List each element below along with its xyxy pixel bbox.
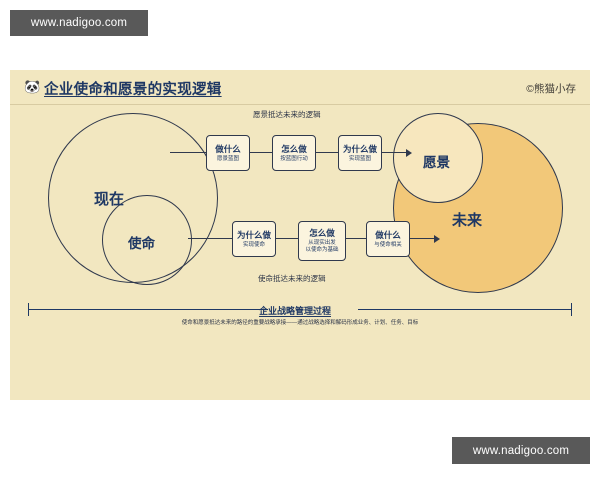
watermark-top-text: www.nadigoo.com bbox=[30, 17, 128, 29]
flow-node-sub: 与使命相关 bbox=[374, 242, 402, 249]
flow-node-sub-line2: 以使命为基础 bbox=[305, 247, 339, 253]
watermark-bottom: www.nadigoo.com bbox=[452, 437, 590, 464]
watermark-top: www.nadigoo.com bbox=[10, 10, 148, 36]
flow-node-sub-line1: 按蓝图行动 bbox=[280, 155, 308, 162]
bracket-line-left bbox=[28, 309, 268, 311]
flow-node-title: 做什么 bbox=[215, 143, 241, 154]
flow-node-sub-line1: 实现使命 bbox=[242, 241, 265, 248]
flow-node-sub: 愿景蓝图 bbox=[217, 156, 239, 163]
flow-node-sub-line1: 实现蓝图 bbox=[348, 155, 371, 162]
connector-top-2 bbox=[316, 152, 338, 154]
flow-node-sub-line1: 从现实出发 bbox=[308, 240, 336, 246]
process-description: 使命和愿景抵达未来的路径的重要战略承接——通过战略选择和解码形成业务、计划、任务… bbox=[181, 320, 419, 326]
flow-node-top-3[interactable]: 为什么做 实现蓝图 bbox=[338, 135, 382, 171]
flow-node-title: 为什么做 bbox=[342, 143, 377, 154]
connector-top-1 bbox=[250, 152, 272, 154]
card-header: 🐼 企业使命和愿景的实现逻辑 ©熊猫小存 bbox=[10, 70, 590, 105]
flow-node-title: 怎么做 bbox=[309, 228, 335, 238]
connector-top-3 bbox=[382, 152, 408, 154]
connector-top-0 bbox=[170, 152, 206, 154]
flow-node-top-1[interactable]: 做什么 愿景蓝图 bbox=[206, 135, 250, 171]
circle-label-vision: 愿景 bbox=[423, 155, 450, 170]
circle-label-mission: 使命 bbox=[128, 236, 155, 251]
circle-label-future: 未来 bbox=[452, 212, 483, 229]
page-title: 企业使命和愿景的实现逻辑 bbox=[44, 82, 222, 98]
flow-node-sub: 实现使命 bbox=[243, 242, 265, 249]
diagram-card: 🐼 企业使命和愿景的实现逻辑 ©熊猫小存 现在 使命 愿景 未来 愿景抵达未来的… bbox=[10, 70, 590, 400]
flow-node-title: 怎么做 bbox=[281, 143, 307, 154]
copyright-label: ©熊猫小存 bbox=[526, 83, 576, 95]
connector-bottom-0 bbox=[188, 238, 232, 240]
flow-node-bottom-1[interactable]: 为什么做 实现使命 bbox=[232, 221, 276, 257]
flow-node-title: 做什么 bbox=[375, 229, 401, 240]
arrow-top-icon bbox=[406, 148, 412, 157]
flow-node-sub: 实现蓝图 bbox=[349, 156, 371, 163]
bracket-cap-right bbox=[570, 303, 572, 316]
flow-node-sub: 按蓝图行动 bbox=[280, 156, 308, 163]
bracket-line-right bbox=[358, 309, 572, 311]
circle-vision bbox=[393, 113, 483, 203]
top-flow-caption: 愿景抵达未来的逻辑 bbox=[253, 110, 321, 119]
header-divider bbox=[10, 104, 590, 105]
connector-bottom-1 bbox=[276, 238, 298, 240]
flow-node-sub-line1: 愿景蓝图 bbox=[216, 155, 239, 162]
arrow-bottom-icon bbox=[434, 234, 440, 243]
flow-node-bottom-3[interactable]: 做什么 与使命相关 bbox=[366, 221, 410, 257]
circle-label-present: 现在 bbox=[94, 191, 125, 208]
diagram-stage: 现在 使命 愿景 未来 愿景抵达未来的逻辑 使命抵达未来的逻辑 做什么 愿景蓝图… bbox=[10, 105, 590, 400]
connector-bottom-3 bbox=[410, 238, 436, 240]
flow-node-top-2[interactable]: 怎么做 按蓝图行动 bbox=[272, 135, 316, 171]
connector-bottom-2 bbox=[346, 238, 366, 240]
panda-icon: 🐼 bbox=[24, 79, 41, 94]
circle-mission bbox=[102, 195, 192, 285]
flow-node-bottom-2[interactable]: 怎么做 从现实出发 以使命为基础 bbox=[298, 221, 346, 261]
flow-node-sub: 从现实出发 以使命为基础 bbox=[305, 240, 338, 254]
process-title: 企业战略管理过程 bbox=[258, 306, 331, 316]
flow-node-sub-line1: 与使命相关 bbox=[374, 241, 402, 248]
bottom-flow-caption: 使命抵达未来的逻辑 bbox=[258, 274, 326, 283]
bracket-cap-left bbox=[28, 303, 30, 316]
flow-node-title: 为什么做 bbox=[236, 229, 271, 240]
watermark-bottom-text: www.nadigoo.com bbox=[472, 444, 570, 457]
process-bracket bbox=[28, 303, 572, 316]
